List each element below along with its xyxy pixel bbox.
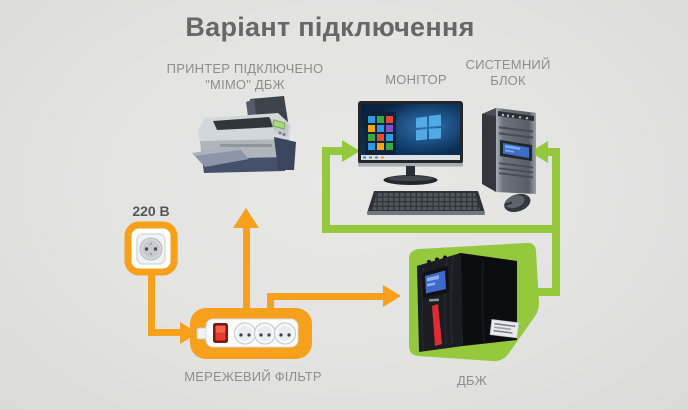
ups-red-stripe: [432, 304, 442, 346]
wire-green-from-ups: [527, 288, 560, 296]
page-title: Варіант підключення: [185, 12, 475, 42]
ups-icon: [409, 242, 539, 362]
windows-logo-icon: [416, 114, 441, 141]
wire-green-left-vertical: [322, 147, 330, 233]
monitor-icon: [358, 101, 463, 185]
printer-icon: [192, 96, 296, 173]
monitor-label: МОНІТОР: [385, 72, 447, 87]
power-strip-icon: [190, 308, 312, 359]
ups-label: ДБЖ: [457, 373, 487, 388]
strip-switch: [213, 323, 228, 343]
printer-label-line2: "МІМО" ДБЖ: [205, 77, 285, 92]
printer-label: ПРИНТЕР ПІДКЛЮЧЕНО "МІМО" ДБЖ: [155, 61, 335, 93]
wire-green-bottom-horizontal: [322, 225, 560, 233]
wire-strip-to-ups: [267, 293, 383, 300]
wire-green-right-vertical: [552, 148, 560, 296]
wire-outlet-down: [148, 271, 155, 334]
voltage-label: 220 В: [132, 203, 170, 219]
wire-green-to-monitor: [322, 147, 344, 155]
strip-sockets: [233, 322, 297, 345]
system-block-icon: [482, 108, 536, 194]
arrow-into-printer-icon: [233, 208, 259, 228]
mouse-icon: [504, 193, 531, 213]
system-block-label-line2: БЛОК: [490, 73, 526, 88]
arrow-into-ups-icon: [383, 285, 401, 307]
ups-lcd-screen: [422, 266, 449, 298]
keyboard-icon: [367, 191, 485, 215]
system-block-label: СИСТЕМНИЙ БЛОК: [458, 57, 558, 89]
wire-green-to-system-block: [548, 148, 560, 156]
system-block-label-line1: СИСТЕМНИЙ: [465, 57, 551, 72]
ups-side-label: [489, 319, 520, 339]
wall-outlet-icon: [124, 221, 178, 276]
wire-outlet-to-strip: [148, 329, 181, 336]
wire-strip-to-printer: [243, 227, 250, 309]
arrow-into-monitor-icon: [342, 140, 360, 162]
power-strip-label: МЕРЕЖЕВИЙ ФІЛЬТР: [184, 369, 322, 384]
wire-strip-up-stub: [267, 293, 274, 309]
start-menu-tiles: [368, 116, 393, 150]
printer-label-line1: ПРИНТЕР ПІДКЛЮЧЕНО: [166, 61, 324, 76]
